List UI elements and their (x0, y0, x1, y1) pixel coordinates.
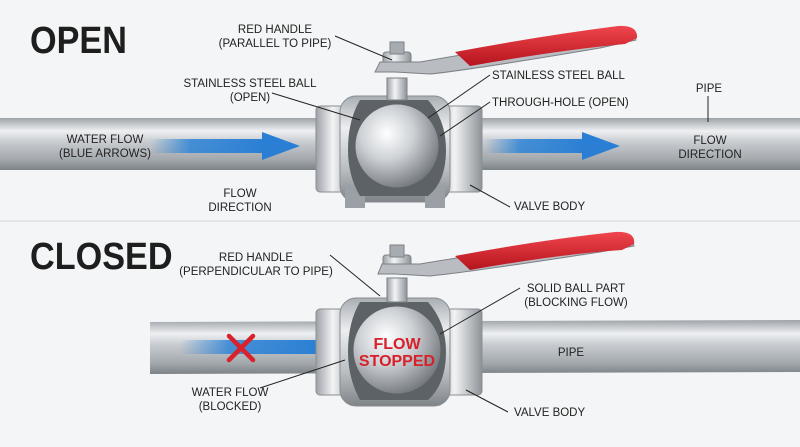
closed-handle-label-line1: RED HANDLE (218, 252, 294, 264)
open-handle-label-line2: (PARALLEL TO PIPE) (218, 38, 332, 50)
open-flow-direction-bottom-line1: FLOW (223, 188, 257, 200)
open-flow-direction-bottom-line2: DIRECTION (208, 202, 272, 214)
flow-stopped-line2: STOPPED (358, 353, 436, 370)
closed-valve-assembly (150, 231, 800, 407)
closed-handle-label: RED HANDLE (PERPENDICULAR TO PIPE) (176, 251, 336, 279)
flow-stopped-label: FLOW STOPPED (347, 336, 447, 370)
open-ball-label-left: STAINLESS STEEL BALL (OPEN) (180, 77, 320, 105)
closed-handle-label-line2: (PERPENDICULAR TO PIPE) (179, 266, 333, 278)
open-water-flow-label: WATER FLOW (BLUE ARROWS) (50, 133, 160, 161)
open-flow-arrow-left (150, 132, 300, 160)
closed-water-flow-line1: WATER FLOW (191, 387, 269, 399)
open-valve-body-label: VALVE BODY (514, 201, 586, 213)
closed-solid-ball (352, 305, 442, 395)
closed-water-flow-line2: (BLOCKED) (198, 401, 262, 413)
flow-stopped-line1: FLOW (373, 336, 421, 353)
open-flow-arrow-right (485, 132, 620, 160)
open-flow-direction-right-line2: DIRECTION (678, 149, 742, 161)
open-handle-label-line1: RED HANDLE (237, 24, 313, 36)
open-valve-assembly (0, 25, 800, 208)
open-title: OPEN (30, 20, 127, 62)
open-ball-label-left-line1: STAINLESS STEEL BALL (183, 78, 317, 90)
open-pipe-label: PIPE (695, 83, 723, 95)
closed-solid-ball-line1: SOLID BALL PART (526, 283, 626, 295)
blocked-x-icon (226, 333, 256, 363)
open-water-flow-line1: WATER FLOW (66, 134, 144, 146)
open-ball-label-right: STAINLESS STEEL BALL (492, 70, 625, 82)
closed-title: CLOSED (30, 236, 173, 278)
closed-water-flow-label: WATER FLOW (BLOCKED) (180, 386, 280, 414)
open-ball-label-left-line2: (OPEN) (229, 92, 271, 104)
open-handle-label: RED HANDLE (PARALLEL TO PIPE) (208, 23, 342, 51)
closed-valve-body-label: VALVE BODY (514, 407, 586, 419)
closed-solid-ball-label: SOLID BALL PART (BLOCKING FLOW) (518, 282, 634, 310)
open-steel-ball (354, 103, 440, 189)
closed-pipe-label: PIPE (557, 347, 585, 359)
open-through-hole-label: THROUGH-HOLE (OPEN) (492, 97, 629, 109)
closed-leader-lines (259, 254, 521, 413)
open-flow-direction-right-line1: FLOW (693, 135, 727, 147)
open-flow-direction-right: FLOW DIRECTION (670, 134, 750, 162)
open-water-flow-line2: (BLUE ARROWS) (58, 148, 151, 160)
open-leader-lines (271, 35, 709, 208)
closed-solid-ball-line2: (BLOCKING FLOW) (524, 297, 628, 309)
open-flow-direction-bottom: FLOW DIRECTION (200, 187, 280, 215)
